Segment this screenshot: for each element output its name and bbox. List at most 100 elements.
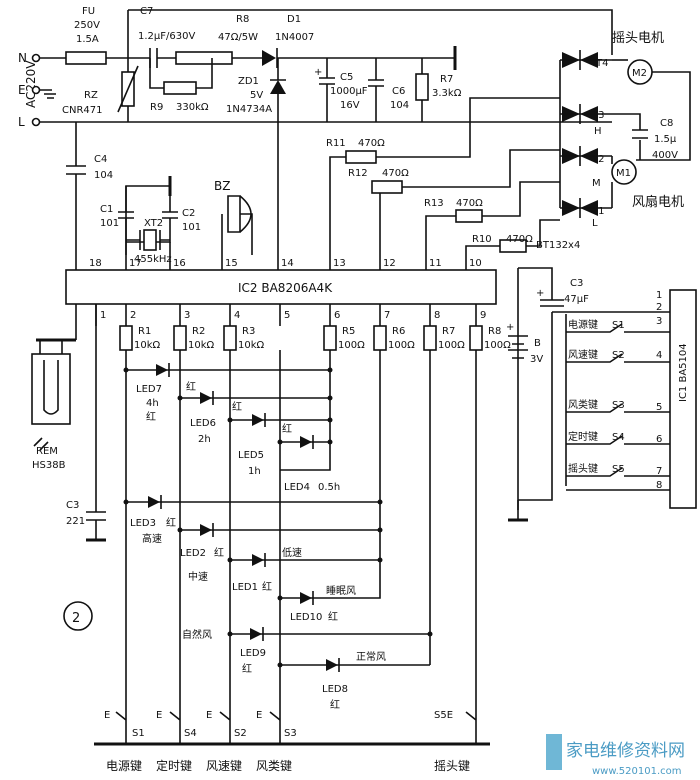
switch-s2: S2 [234, 728, 247, 739]
resistor-r2-val: 10kΩ [188, 340, 215, 351]
ic2-label: IC2 BA8206A4K [238, 281, 333, 295]
ic1-pin-7: 7 [656, 466, 662, 477]
resistor-r8 [175, 51, 233, 65]
led7-sub: 4h [146, 398, 159, 409]
resistor-r5-val: 100Ω [338, 340, 365, 351]
ic2-pin-17: 17 [129, 258, 142, 269]
zener-zd1 [270, 80, 286, 94]
key-label-speed: 风速键 [206, 759, 242, 773]
resistor-r1-ref: R1 [138, 326, 151, 337]
led3-name: 高速 [142, 532, 162, 545]
resistor-r13 [455, 209, 483, 223]
remote-key-s2 [566, 353, 670, 363]
buzzer-bz [227, 195, 241, 233]
resistor-r3-bottom [223, 325, 237, 351]
remote-key-s1-id: S1 [612, 320, 625, 331]
t4-label: T4 [595, 58, 608, 69]
ic2-pin-3: 3 [184, 310, 190, 321]
switch-e-3: E [206, 710, 212, 721]
ir-receiver-rem [31, 353, 71, 425]
led3-color: 红 [166, 516, 176, 529]
led1-ref: LED1 [232, 582, 258, 593]
motor-m1 [611, 159, 637, 185]
c2-val: 101 [182, 222, 201, 233]
led2-ref: LED2 [180, 548, 206, 559]
m1-label: M1 [616, 168, 631, 179]
crystal-xt2 [143, 229, 157, 251]
led6-color: 红 [186, 380, 196, 393]
rem-ref: REM [36, 446, 58, 457]
resistor-r1-val: 10kΩ [134, 340, 161, 351]
fu-current: 1.5A [76, 34, 99, 45]
ic2-pin-1: 1 [100, 310, 106, 321]
led8-ref: LED8 [322, 684, 348, 695]
mains-e-label: E [18, 83, 26, 97]
watermark-text: 家电维修资料网 [566, 741, 685, 761]
switch-s4: S4 [184, 728, 197, 739]
remote-key-s3 [566, 403, 670, 413]
battery-plus: + [506, 322, 514, 333]
switch-e-1: E [104, 710, 110, 721]
led4 [300, 435, 314, 449]
resistor-r6-ref: R6 [392, 326, 405, 337]
t1-label: T1 [591, 206, 604, 217]
remote-key-s2-id: S2 [612, 350, 625, 361]
mains-l-label: L [18, 115, 25, 129]
zd1-v: 5V [250, 90, 263, 101]
r7-val: 3.3kΩ [432, 88, 462, 99]
resistor-r6-val: 100Ω [388, 340, 415, 351]
led9-color: 红 [242, 662, 252, 675]
ic1-chip [669, 289, 697, 509]
remote-key-s5-id: S5 [612, 464, 625, 475]
remote-c3-ref: C3 [570, 278, 583, 289]
ic1-label: IC1 BA5104 [678, 343, 689, 402]
ic2-pin-18: 18 [89, 258, 102, 269]
diode-d1 [262, 50, 276, 66]
m2-label: M2 [632, 68, 647, 79]
earth-icon [40, 89, 56, 99]
remote-key-s1 [566, 323, 670, 333]
remote-key-s5-name: 摇头键 [568, 462, 598, 475]
ic2-pin-12: 12 [383, 258, 396, 269]
resistor-r2-ref: R2 [192, 326, 205, 337]
ic2-pin-14: 14 [281, 258, 294, 269]
terminal-e [31, 85, 41, 95]
remote-key-s3-id: S3 [612, 400, 625, 411]
resistor-r7-ref: R7 [442, 326, 455, 337]
terminal-l [31, 117, 41, 127]
ic2-pin-8: 8 [434, 310, 440, 321]
led7-color: 红 [146, 410, 156, 423]
motor-m: M [592, 178, 601, 189]
led8 [326, 658, 340, 672]
triac-t4 [560, 50, 612, 70]
led7 [156, 363, 170, 377]
remote-key-s5 [566, 467, 670, 477]
remote-c3-val: 47μF [564, 294, 589, 305]
ic2-pin-13: 13 [333, 258, 346, 269]
mains-n-label: N [18, 51, 27, 65]
ic1-pin-2: 2 [656, 302, 662, 313]
rem-val: HS38B [32, 460, 66, 471]
ic1-pin-1: 1 [656, 290, 662, 301]
triac-model: BT132x4 [536, 240, 580, 251]
c8-val: 1.5μ [654, 134, 677, 145]
resistor-r12 [371, 180, 403, 194]
remote-key-s3-name: 风类键 [568, 398, 598, 411]
r10-ref: R10 [472, 234, 492, 245]
r12-val: 470Ω [382, 168, 409, 179]
resistor-r6-bottom [373, 325, 387, 351]
fu-voltage: 250V [74, 20, 100, 31]
fu-ref: FU [82, 6, 95, 17]
c5-plus: + [314, 67, 322, 78]
watermark-logo-icon [546, 734, 562, 770]
key-label-swing: 摇头键 [434, 759, 470, 773]
switch-e-4: E [256, 710, 262, 721]
led2-color: 红 [214, 546, 224, 559]
r8-val: 47Ω/5W [218, 32, 258, 43]
r13-ref: R13 [424, 198, 444, 209]
ic2-pin-15: 15 [225, 258, 238, 269]
led9 [250, 627, 264, 641]
remote-key-s1-name: 电源键 [568, 318, 598, 331]
c6-ref: C6 [392, 86, 405, 97]
